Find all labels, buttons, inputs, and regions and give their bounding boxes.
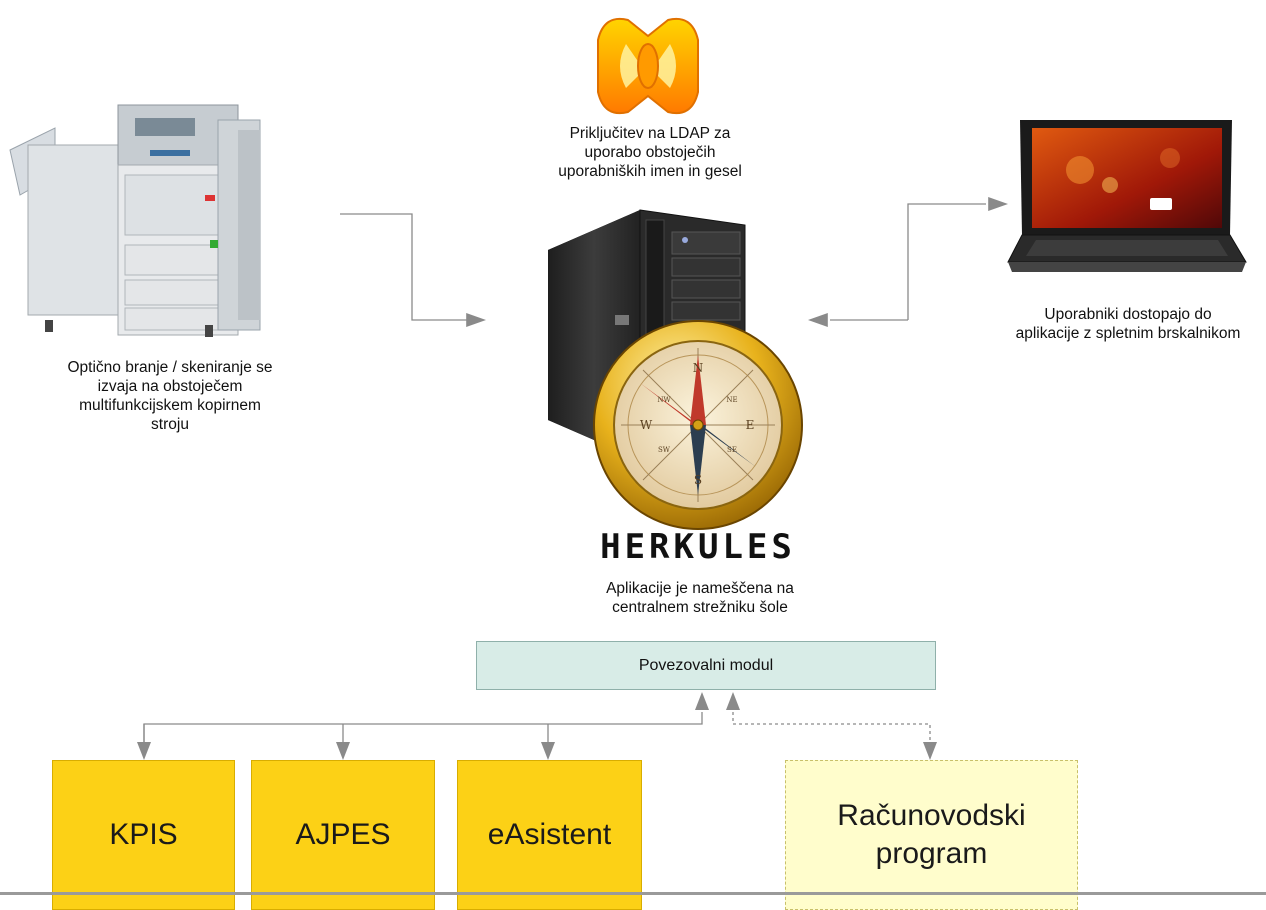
easistent-label: eAsistent (487, 818, 612, 851)
compass-logo-icon: N S W E NW NE SW SE (593, 320, 803, 530)
module-bus-arrowhead (695, 692, 709, 710)
laptop-icon (1007, 120, 1247, 272)
svg-text:SE: SE (727, 446, 737, 454)
easistent-arrowhead (541, 742, 555, 760)
laptop-server-line-upper (907, 203, 986, 320)
server-caption: Aplikacije je nameščena na centralnem st… (606, 580, 794, 616)
copier-machine-icon (9, 104, 261, 337)
herkules-logo: HERKULES (600, 527, 796, 567)
module-bus-line (143, 712, 703, 742)
ajpes-arrowhead (336, 742, 350, 760)
accounting-dashed-line (732, 712, 931, 742)
accounting-down-arrowhead (923, 742, 937, 760)
svg-text:N: N (693, 361, 704, 375)
copier-to-server-arrowhead (466, 313, 486, 327)
accounting-program-box: Računovodski program (785, 760, 1078, 910)
server-to-laptop-arrowhead (988, 197, 1008, 211)
svg-text:NW: NW (657, 396, 671, 404)
bottom-divider (0, 892, 1266, 895)
svg-text:S: S (694, 473, 702, 487)
accounting-program-label-line2: program (875, 837, 988, 870)
kpis-label: KPIS (109, 818, 178, 851)
kpis-arrowhead (137, 742, 151, 760)
ajpes-box: AJPES (251, 760, 435, 910)
svg-text:NE: NE (726, 396, 737, 404)
ajpes-label: AJPES (295, 818, 391, 851)
connection-module-box: Povezovalni modul (476, 641, 936, 690)
users-caption: Uporabniki dostopajo do aplikacije z spl… (1015, 306, 1241, 342)
kpis-box: KPIS (52, 760, 235, 910)
laptop-to-server-arrowhead (808, 313, 828, 327)
svg-text:W: W (640, 418, 653, 432)
connection-module-label: Povezovalni modul (638, 656, 774, 674)
copier-to-server-line (340, 213, 468, 321)
scanner-caption: Optično branje / skeniranje se izvaja na… (67, 359, 273, 433)
svg-text:E: E (746, 418, 755, 432)
svg-text:SW: SW (658, 446, 671, 454)
accounting-program-label-line1: Računovodski (837, 799, 1026, 832)
connector-lines (137, 197, 1008, 760)
ldap-logo-icon (597, 18, 699, 114)
ldap-caption: Priključitev na LDAP za uporabo obstoječ… (558, 125, 742, 180)
easistent-box: eAsistent (457, 760, 642, 910)
accounting-up-arrowhead (726, 692, 740, 710)
